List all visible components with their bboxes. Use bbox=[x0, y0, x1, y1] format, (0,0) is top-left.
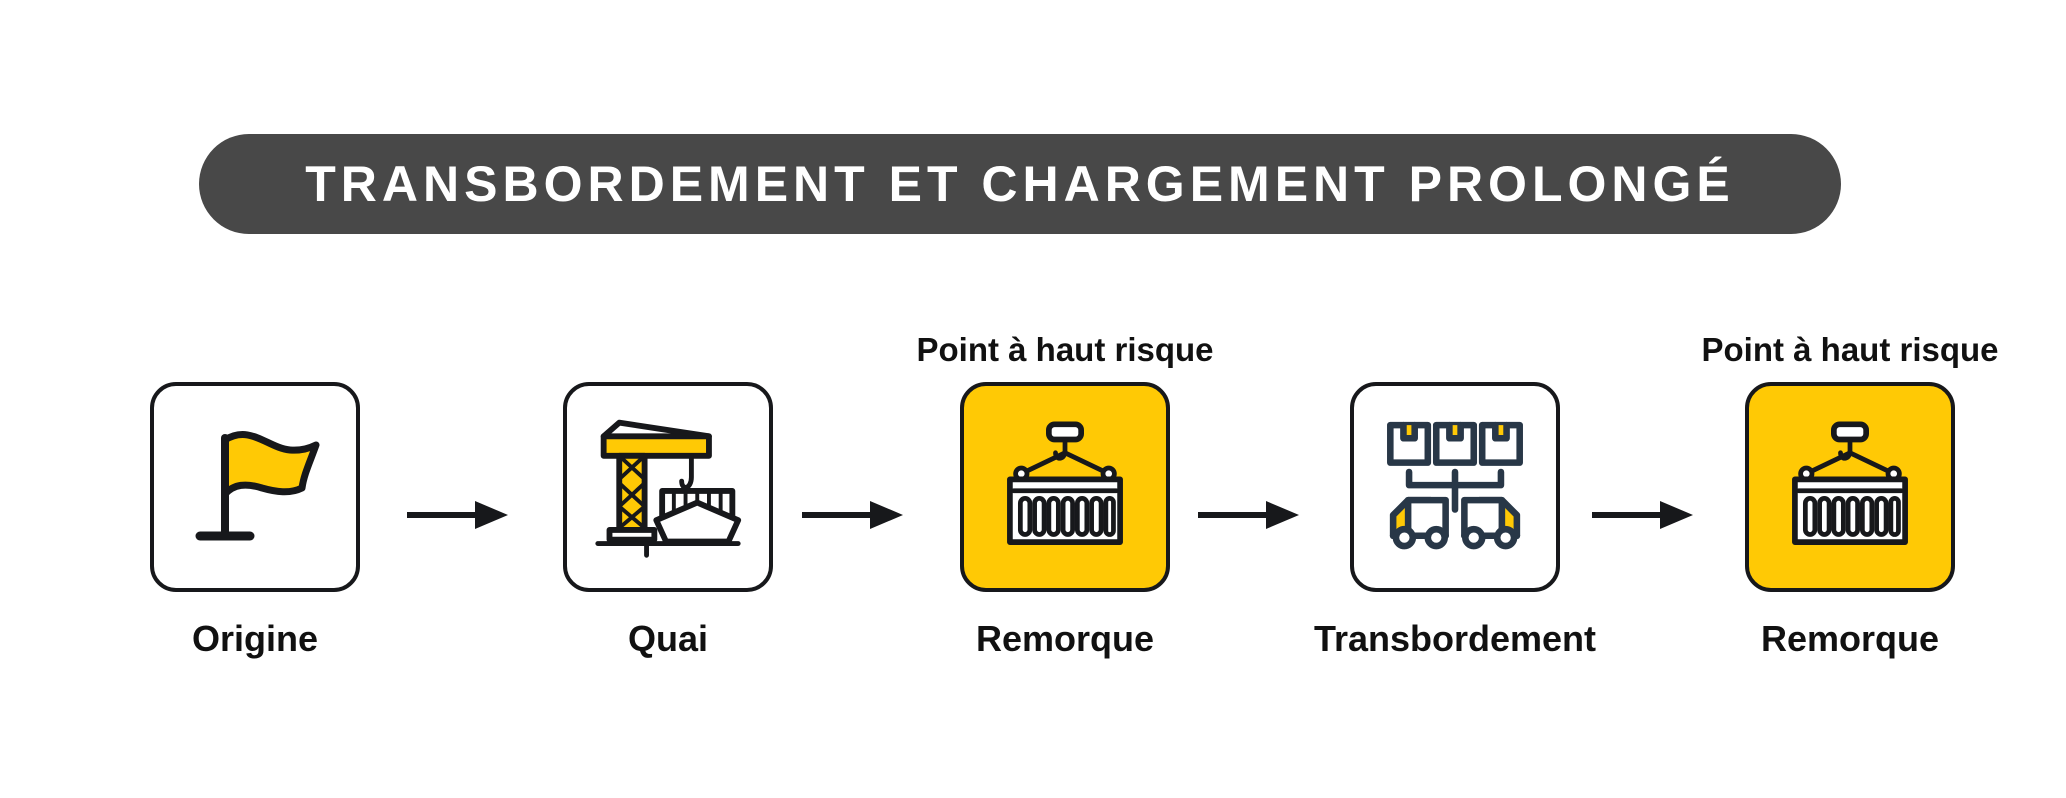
arrow-remorque-to-transbordement bbox=[1196, 498, 1301, 532]
card-transbordement[interactable] bbox=[1350, 382, 1560, 592]
page-title: TRANSBORDEMENT ET CHARGEMENT PROLONGÉ bbox=[305, 156, 1735, 212]
card-remorque-1[interactable] bbox=[960, 382, 1170, 592]
flow-step-origine[interactable]: Origine bbox=[140, 320, 370, 700]
arrow-quai-to-remorque bbox=[800, 498, 905, 532]
card-origine[interactable] bbox=[150, 382, 360, 592]
hanging-container-icon bbox=[1774, 411, 1926, 563]
title-banner: TRANSBORDEMENT ET CHARGEMENT PROLONGÉ bbox=[199, 134, 1841, 234]
step-label-remorque-2: Remorque bbox=[1760, 618, 1940, 659]
step-label-transbordement: Transbordement bbox=[1313, 618, 1597, 659]
arrow-transbordement-to-remorque bbox=[1590, 498, 1695, 532]
process-flow: Origine bbox=[0, 320, 2066, 720]
risk-label-remorque-1: Point à haut risque bbox=[916, 331, 1214, 368]
hanging-container-icon bbox=[989, 411, 1141, 563]
port-crane-ship-icon bbox=[590, 409, 746, 565]
card-quai[interactable] bbox=[563, 382, 773, 592]
step-label-origine: Origine bbox=[191, 618, 319, 659]
cross-dock-boxes-trucks-icon bbox=[1380, 412, 1530, 562]
arrow-origine-to-quai bbox=[405, 498, 510, 532]
card-remorque-2[interactable] bbox=[1745, 382, 1955, 592]
step-label-quai: Quai bbox=[627, 618, 708, 659]
flow-step-quai[interactable]: Quai bbox=[553, 320, 783, 700]
flag-icon bbox=[180, 412, 330, 562]
step-label-remorque-1: Remorque bbox=[975, 618, 1155, 659]
flow-step-remorque-2[interactable]: Point à haut risque bbox=[1701, 320, 1998, 700]
flow-step-transbordement[interactable]: Transbordement bbox=[1314, 320, 1596, 700]
flow-step-remorque-1[interactable]: Point à haut risque bbox=[916, 320, 1213, 700]
risk-label-remorque-2: Point à haut risque bbox=[1701, 331, 1999, 368]
